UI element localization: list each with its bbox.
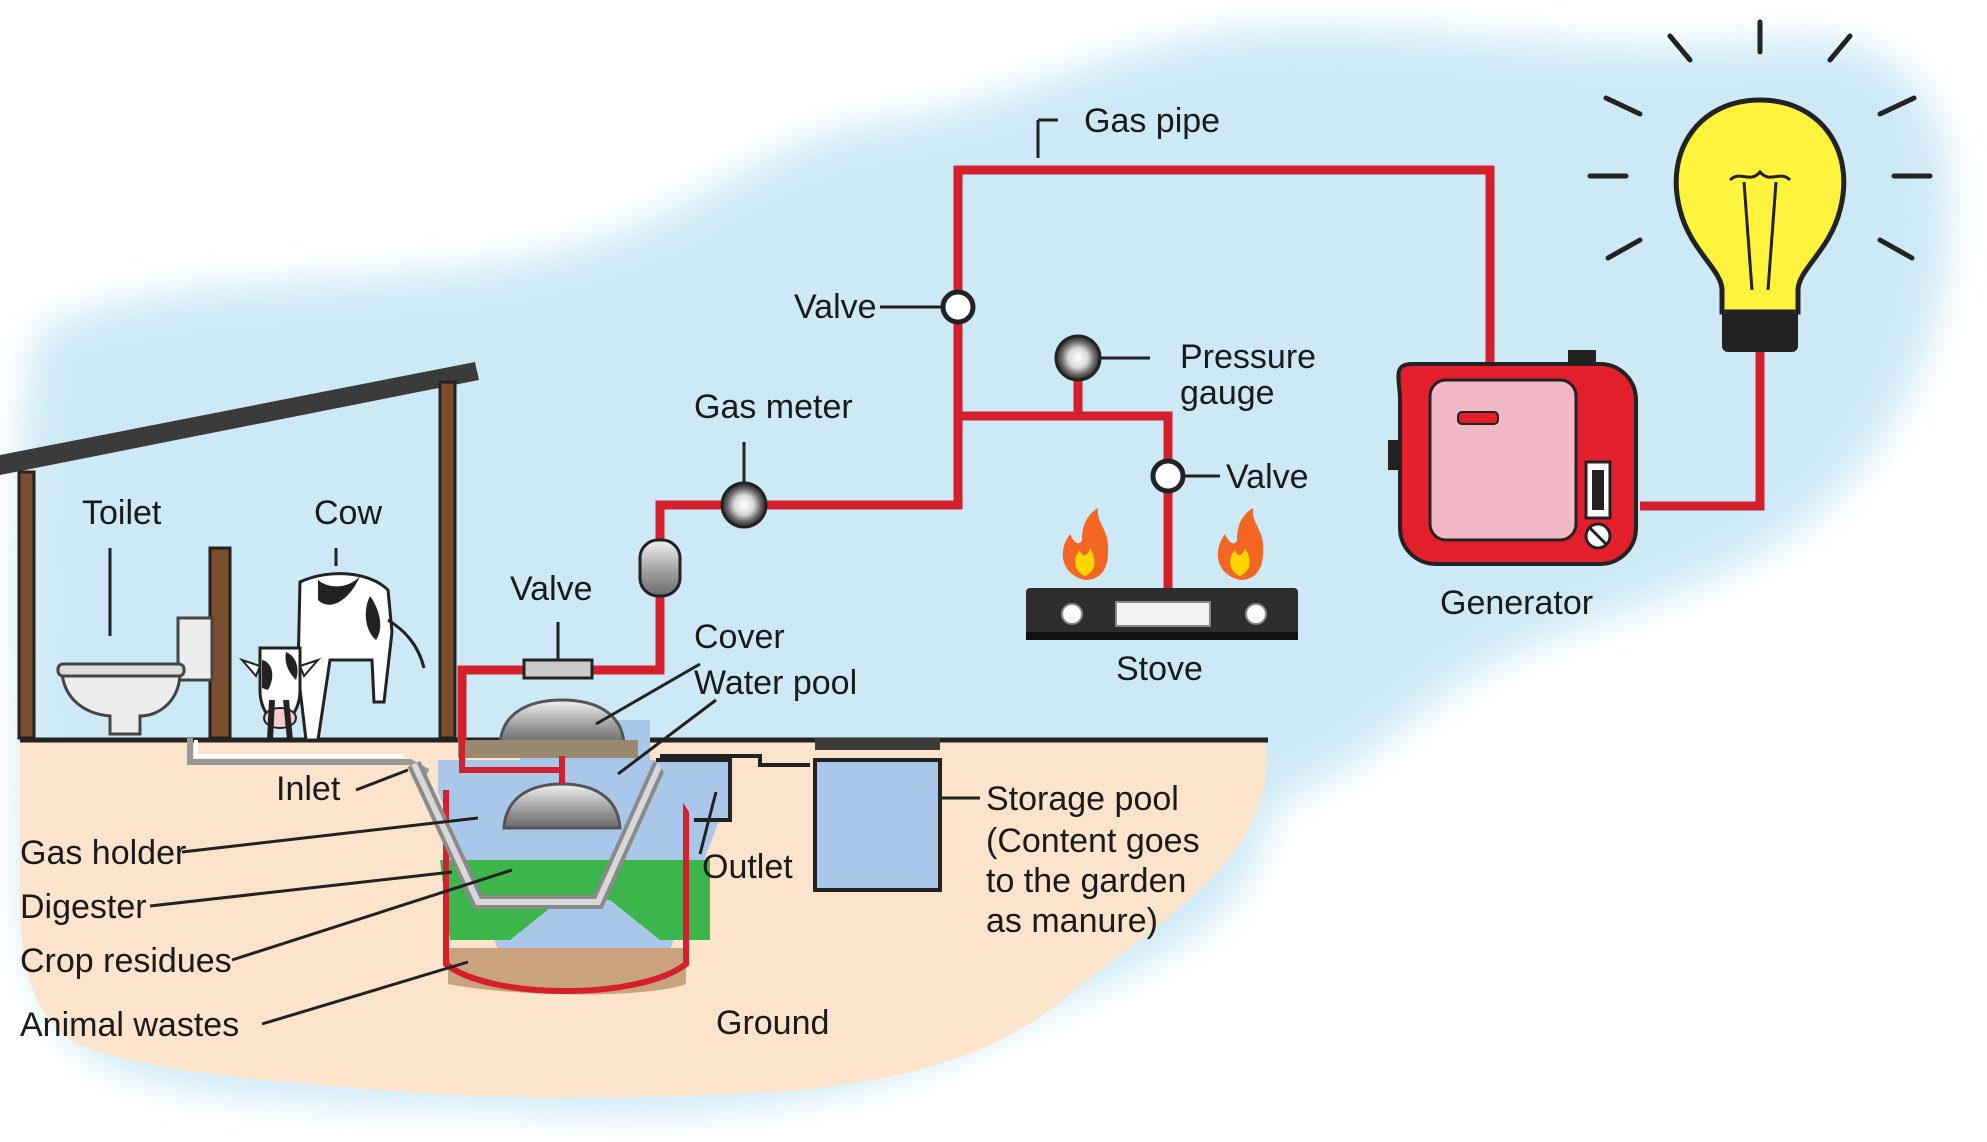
label-valve-stove: Valve: [1226, 458, 1309, 496]
label-toilet: Toilet: [82, 494, 162, 532]
labels: Gas pipe Valve Pressure gauge Gas meter …: [20, 102, 1593, 1044]
label-storage-pool-line3: to the garden: [986, 862, 1186, 900]
leader-lines: [108, 118, 1220, 1026]
light-bulb-icon: [1587, 19, 1933, 362]
inline-condenser-icon: [638, 538, 682, 598]
label-generator: Generator: [1440, 584, 1593, 622]
label-cover: Cover: [694, 618, 785, 656]
valve-inlet-icon: [522, 658, 594, 680]
digester-tank: [407, 698, 730, 995]
label-digester: Digester: [20, 888, 147, 926]
stove-icon: [1026, 588, 1298, 640]
label-gas-meter: Gas meter: [694, 388, 853, 426]
flame-right-icon: [1217, 508, 1264, 580]
label-storage-pool-line2: (Content goes: [986, 822, 1200, 860]
label-stove: Stove: [1116, 650, 1203, 688]
toilet-icon: [56, 616, 214, 736]
pressure-gauge-icon: [1054, 334, 1102, 382]
label-outlet: Outlet: [702, 848, 793, 886]
storage-pool: [813, 738, 942, 892]
label-cow: Cow: [314, 494, 382, 532]
label-water-pool: Water pool: [694, 664, 857, 702]
cow-icon: [238, 572, 426, 742]
shed: [0, 362, 479, 740]
label-crop-residues: Crop residues: [20, 942, 232, 980]
valve-stove-icon: [1150, 458, 1186, 494]
label-gas-holder: Gas holder: [20, 834, 186, 872]
label-storage-pool-line4: as manure): [986, 902, 1158, 940]
generator-icon: [1388, 350, 1638, 566]
label-valve-top: Valve: [794, 288, 877, 326]
label-pressure-gauge-line2: gauge: [1180, 374, 1275, 412]
label-animal-wastes: Animal wastes: [20, 1006, 239, 1044]
label-inlet: Inlet: [276, 770, 341, 808]
label-storage-pool-line1: Storage pool: [986, 780, 1179, 818]
light-rays: [1587, 19, 1933, 261]
label-ground: Ground: [716, 1004, 829, 1042]
label-valve-inlet: Valve: [510, 570, 593, 608]
valve-top-icon: [940, 289, 976, 325]
gas-meter-icon: [720, 481, 768, 529]
label-pressure-gauge-line1: Pressure: [1180, 338, 1316, 376]
label-gas-pipe: Gas pipe: [1084, 102, 1220, 140]
flame-left-icon: [1062, 508, 1109, 580]
